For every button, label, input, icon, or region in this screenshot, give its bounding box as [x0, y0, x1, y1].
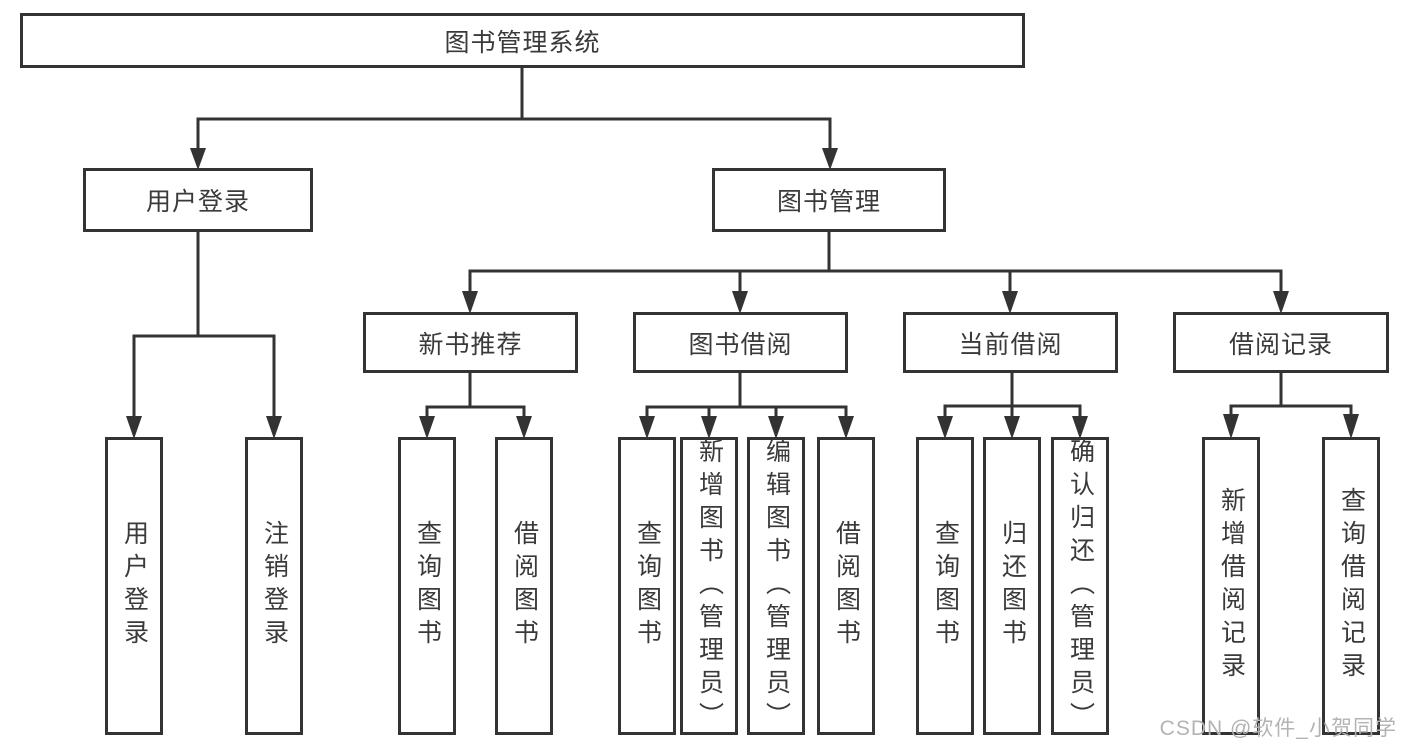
- leaf-label: 确认归还（管理员）: [1066, 437, 1095, 735]
- leaf-add-borrow-record: 新增借阅记录: [1202, 437, 1260, 735]
- node-current-borrowing: 当前借阅: [903, 312, 1118, 373]
- node-borrowing-records: 借阅记录: [1173, 312, 1389, 373]
- node-book-borrowing: 图书借阅: [633, 312, 848, 373]
- node-user-login: 用户登录: [83, 168, 313, 232]
- leaf-add-books-admin: 新增图书（管理员）: [680, 437, 738, 735]
- leaf-query-books-borrowing: 查询图书: [618, 437, 676, 735]
- node-system-root: 图书管理系统: [20, 13, 1025, 68]
- leaf-borrow-books: 借阅图书: [817, 437, 875, 735]
- leaf-user-login: 用户登录: [105, 437, 163, 735]
- node-label: 图书管理系统: [444, 28, 601, 57]
- leaf-label: 用户登录: [120, 520, 149, 652]
- leaf-label: 借阅图书: [832, 520, 861, 652]
- node-label: 借阅记录: [1228, 330, 1333, 359]
- leaf-label: 查询图书: [413, 520, 442, 652]
- leaf-return-books: 归还图书: [983, 437, 1041, 735]
- leaf-borrow-books-recommend: 借阅图书: [495, 437, 553, 735]
- leaf-label: 归还图书: [998, 520, 1027, 652]
- node-label: 当前借阅: [958, 330, 1063, 359]
- leaf-label: 新增借阅记录: [1217, 487, 1246, 685]
- node-label: 图书管理: [776, 188, 881, 216]
- leaf-label: 查询借阅记录: [1337, 487, 1366, 685]
- node-label: 图书借阅: [688, 330, 793, 359]
- leaf-label: 查询图书: [931, 520, 960, 652]
- csdn-watermark: CSDN @软件_小贺同学: [1159, 717, 1397, 740]
- leaf-query-borrow-record: 查询借阅记录: [1322, 437, 1380, 735]
- leaf-edit-books-admin: 编辑图书（管理员）: [747, 437, 805, 735]
- leaf-logout: 注销登录: [245, 437, 303, 735]
- leaf-label: 查询图书: [633, 520, 662, 652]
- leaf-query-books-current: 查询图书: [916, 437, 974, 735]
- leaf-label: 新增图书（管理员）: [695, 437, 724, 735]
- leaf-label: 注销登录: [260, 520, 289, 652]
- node-book-management: 图书管理: [712, 168, 946, 232]
- node-new-book-recommend: 新书推荐: [363, 312, 578, 373]
- node-label: 新书推荐: [418, 330, 523, 359]
- leaf-query-books-recommend: 查询图书: [398, 437, 456, 735]
- leaf-label: 借阅图书: [510, 520, 539, 652]
- leaf-label: 编辑图书（管理员）: [762, 437, 791, 735]
- node-label: 用户登录: [145, 188, 250, 216]
- arrowheads: [126, 148, 1359, 439]
- leaf-confirm-return-admin: 确认归还（管理员）: [1051, 437, 1109, 735]
